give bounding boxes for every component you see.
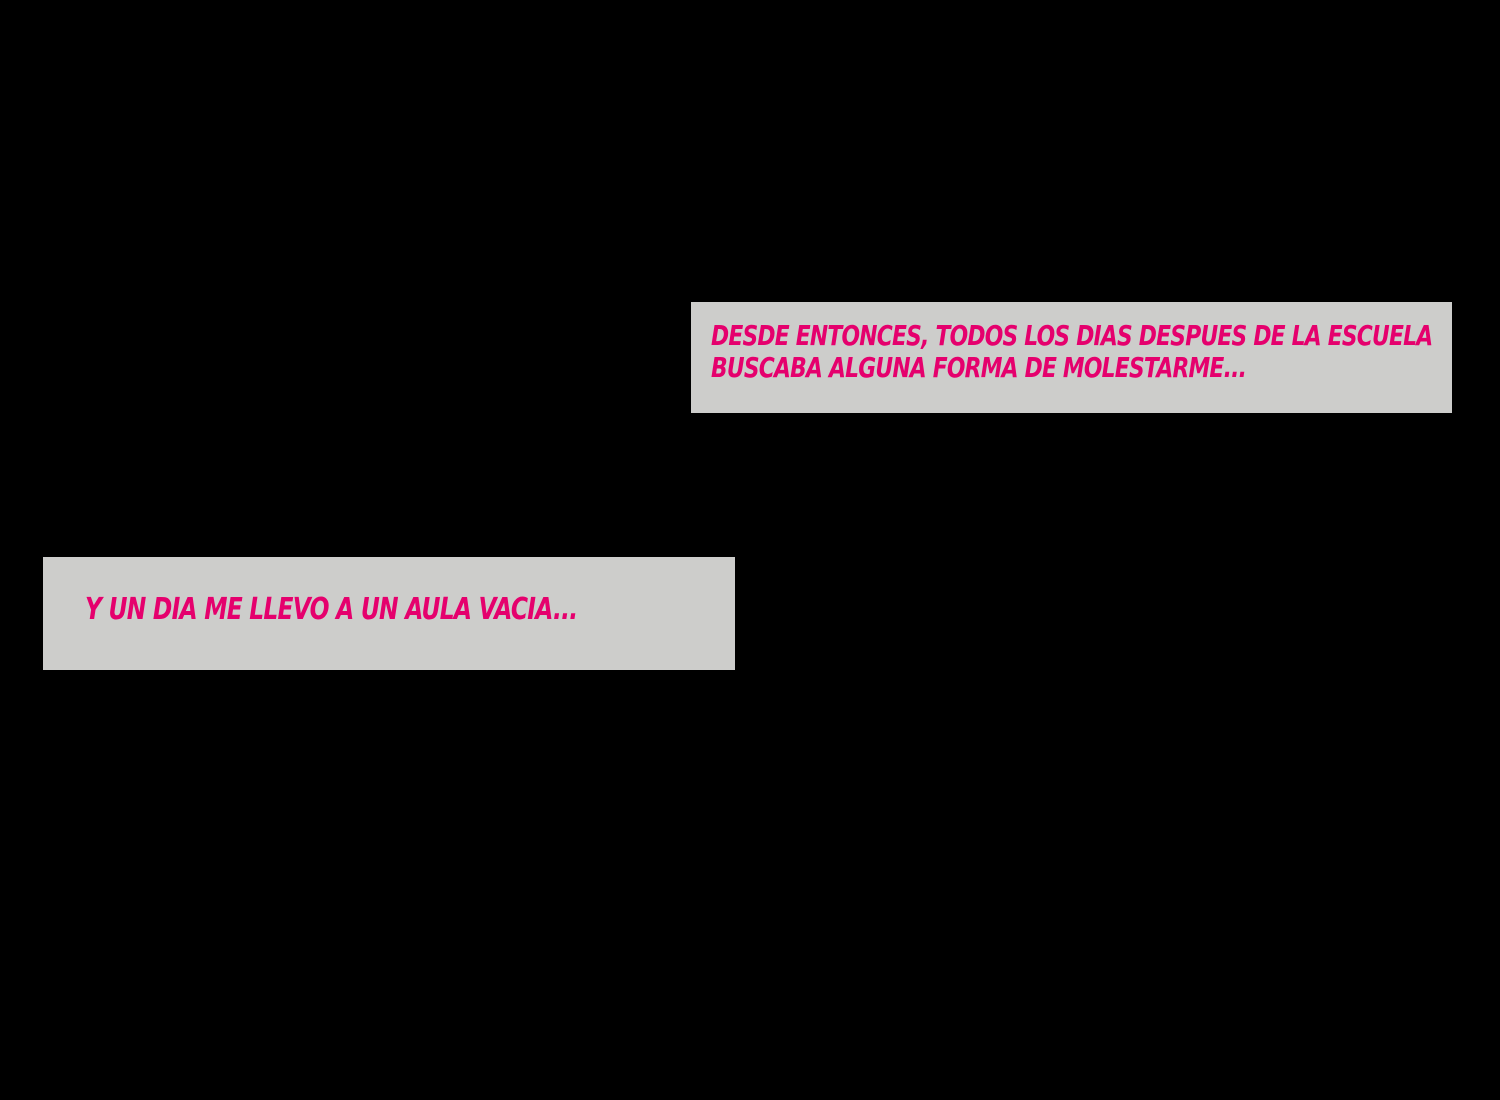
caption-box-bottom: Y UN DIA ME LLEVO A UN AULA VACIA... [43,557,735,670]
caption-line: DESDE ENTONCES, TODOS LOS DIAS DESPUES D… [711,319,1433,352]
caption-line: Y UN DIA ME LLEVO A UN AULA VACIA... [85,592,578,627]
caption-box-top: DESDE ENTONCES, TODOS LOS DIAS DESPUES D… [691,302,1452,413]
caption-text-top: DESDE ENTONCES, TODOS LOS DIAS DESPUES D… [711,319,1433,384]
caption-line: BUSCABA ALGUNA FORMA DE MOLESTARME... [711,351,1247,384]
caption-text-bottom: Y UN DIA ME LLEVO A UN AULA VACIA... [85,592,578,627]
